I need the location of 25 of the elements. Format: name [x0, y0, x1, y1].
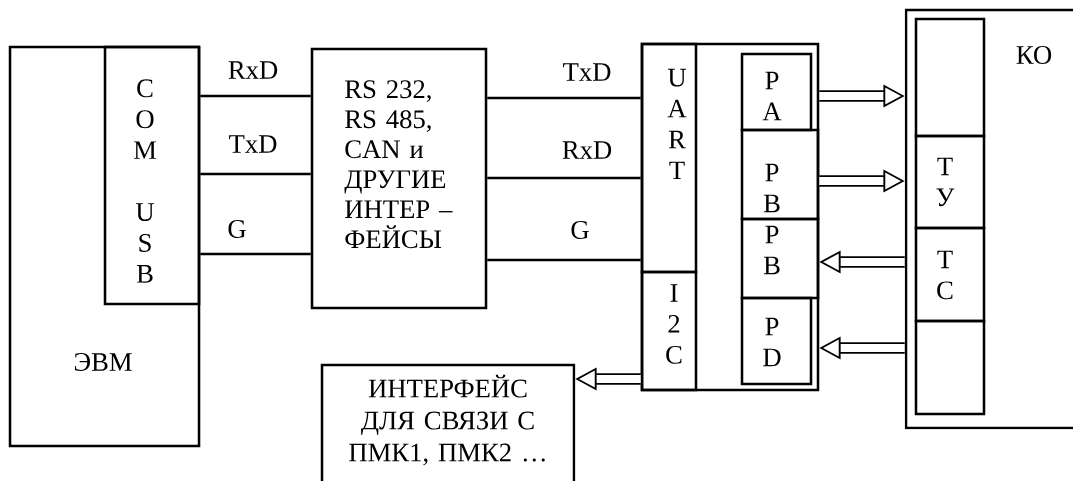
interface-box: ИНТЕРФЕЙС ДЛЯ СВЯЗИ С ПМК1, ПМК2 … — [320, 363, 576, 481]
signal-line — [487, 176, 641, 180]
signal-label: RxD — [226, 59, 280, 81]
signal-label: G — [226, 218, 248, 240]
interface-box: RS 232, RS 485, CAN и ДРУГИЕ ИНТЕР – ФЕЙСЫ — [310, 47, 488, 310]
signal-line — [200, 252, 311, 256]
signal-label: G — [569, 219, 591, 241]
signal-line — [487, 258, 641, 262]
signal-label: TxD — [227, 133, 279, 155]
signal-line — [200, 172, 311, 176]
signal-label: TxD — [561, 61, 613, 83]
port-box: PB — [740, 217, 820, 300]
module-box: I2C — [640, 270, 698, 392]
signal-label: RxD — [560, 139, 614, 161]
section-box: ТУ — [914, 134, 986, 230]
section-box: ТС — [914, 226, 986, 323]
section-box — [914, 17, 986, 138]
port-box: PD — [740, 296, 813, 386]
section-box — [914, 319, 986, 416]
signal-line — [487, 96, 641, 100]
module-box: UART — [640, 42, 698, 274]
port-box: COM USB — [103, 45, 201, 306]
signal-line — [200, 94, 311, 98]
port-box: PB — [740, 128, 820, 221]
port-box: PA — [740, 52, 813, 132]
